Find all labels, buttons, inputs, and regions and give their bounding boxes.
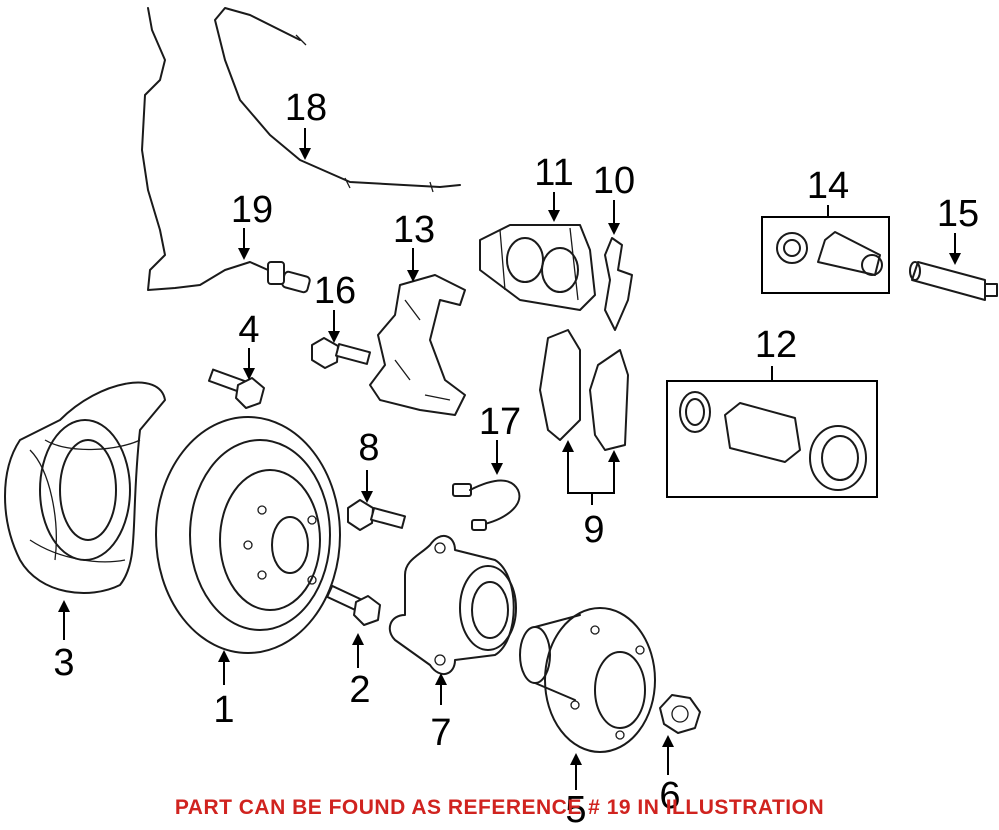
- callout-10: 10: [593, 160, 635, 202]
- pad-clip-part: [604, 237, 633, 331]
- callout-12: 12: [755, 324, 797, 366]
- callout-11: 11: [534, 152, 573, 194]
- callout-13: 13: [393, 209, 435, 251]
- callout-4: 4: [238, 309, 259, 351]
- callout-17: 17: [479, 401, 521, 443]
- guide-bushing-kit-part: [761, 216, 890, 294]
- callout-7: 7: [430, 712, 451, 754]
- dust-shield-part: [4, 381, 166, 594]
- callout-19: 19: [231, 189, 273, 231]
- callout-2: 2: [349, 669, 370, 711]
- bolt-part-8: [347, 499, 407, 531]
- bolt-part-2: [326, 584, 381, 626]
- hub-nut-part: [659, 694, 701, 734]
- wheel-hub-part: [519, 607, 656, 753]
- callout-6: 6: [659, 775, 680, 817]
- wear-sensor-part: [452, 479, 521, 531]
- guide-pin-part: [909, 261, 998, 301]
- abs-sensor-line-part: [141, 7, 311, 294]
- callout-14: 14: [807, 165, 849, 207]
- callout-3: 3: [53, 642, 74, 684]
- leader-arrows: [58, 128, 961, 790]
- brake-caliper-part: [479, 224, 596, 311]
- callout-18: 18: [285, 87, 327, 129]
- callout-9: 9: [583, 509, 604, 551]
- callout-1: 1: [213, 689, 234, 731]
- callout-15: 15: [937, 193, 979, 235]
- bolt-part-16: [311, 337, 372, 369]
- brake-rotor-part: [155, 416, 341, 654]
- bolt-part-4: [207, 368, 265, 409]
- piston-kit-part: [666, 380, 878, 498]
- callout-5: 5: [565, 789, 586, 830]
- callout-8: 8: [358, 427, 379, 469]
- reference-note: PART CAN BE FOUND AS REFERENCE # 19 IN I…: [174, 796, 825, 819]
- bushing-kit-box: [761, 216, 890, 294]
- brake-hose-part: [214, 7, 461, 193]
- caliper-bracket-part: [369, 274, 466, 416]
- brake-pads-part: [539, 329, 629, 451]
- wheel-bearing-housing-part: [388, 535, 517, 675]
- callout-16: 16: [314, 270, 356, 312]
- callout-labels: 1 2 3 4 5 6 7 8 9 10 11 12 13 14 15 16 1…: [53, 87, 979, 830]
